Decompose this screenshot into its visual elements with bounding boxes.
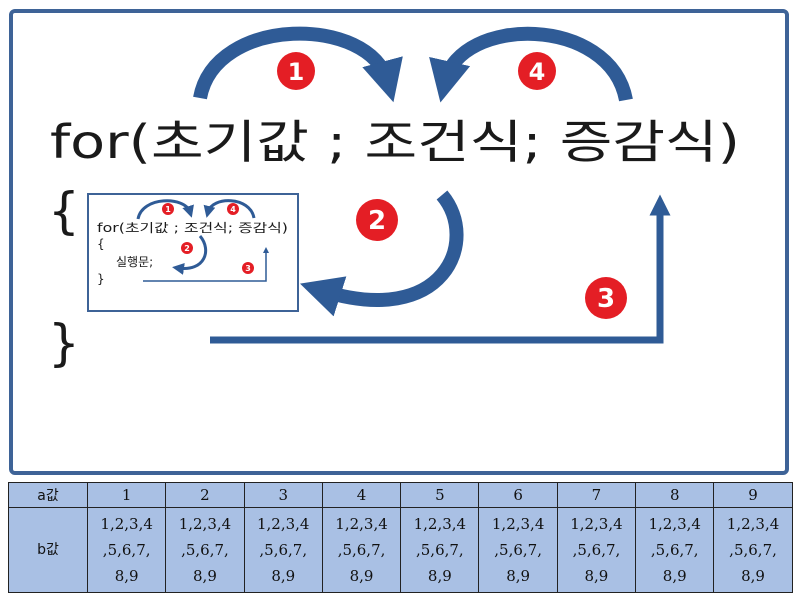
b-value-cell: 1,2,3,4,5,6,7,8,9 [243, 507, 323, 593]
for-loop-diagram: 1 4 2 3 for(초기값 ; 조건식; 증감식) { } 1 4 2 3 … [48, 26, 740, 372]
a-value-cell: 8 [635, 482, 715, 508]
for-statement: for(초기값 ; 조건식; 증감식) [50, 115, 740, 169]
b-value-cell: 1,2,3,4,5,6,7,8,9 [86, 507, 167, 593]
inset-step4-label: 4 [230, 205, 236, 214]
step3-label: 3 [597, 284, 615, 314]
step3-badge: 3 [585, 277, 627, 319]
a-value-cell: 2 [165, 482, 245, 508]
b-value-cell: 1,2,3,4,5,6,7,8,9 [400, 507, 480, 593]
step1-badge: 1 [277, 52, 315, 90]
table-row-b: b값 1,2,3,4,5,6,7,8,9 1,2,3,4,5,6,7,8,9 1… [8, 507, 793, 593]
a-value-cell: 5 [400, 482, 480, 508]
step1-arrow [193, 26, 403, 103]
b-value-cell: 1,2,3,4,5,6,7,8,9 [713, 507, 793, 593]
a-value-cell: 1 [86, 482, 167, 508]
step1-label: 1 [288, 58, 305, 86]
a-value-cell: 4 [321, 482, 402, 508]
step4-label: 4 [529, 58, 546, 86]
open-brace: { [48, 182, 80, 240]
inset-body-statement: 실행문; [116, 254, 153, 269]
step3-arrow [210, 194, 671, 344]
table-row-a: a값 1 2 3 4 5 6 7 8 9 [8, 482, 793, 508]
b-value-cell: 1,2,3,4,5,6,7,8,9 [556, 507, 637, 593]
b-value-cell: 1,2,3,4,5,6,7,8,9 [321, 507, 402, 593]
b-value-header: b값 [8, 507, 88, 593]
value-table: a값 1 2 3 4 5 6 7 8 9 b값 1,2,3,4,5,6,7,8,… [8, 482, 793, 593]
inset-open-brace: { [97, 237, 105, 251]
step2-badge: 2 [356, 199, 398, 241]
inset-close-brace: } [97, 272, 105, 286]
a-value-header: a값 [8, 482, 88, 508]
step4-badge: 4 [518, 52, 556, 90]
step4-arrow [429, 26, 633, 103]
close-brace: } [48, 314, 80, 372]
b-value-cell: 1,2,3,4,5,6,7,8,9 [165, 507, 245, 593]
b-value-cell: 1,2,3,4,5,6,7,8,9 [478, 507, 558, 593]
inset-step2-label: 2 [184, 244, 190, 253]
a-value-cell: 3 [243, 482, 323, 508]
inset-step1-label: 1 [165, 205, 171, 214]
step2-arrow [299, 190, 464, 317]
inset-diagram: 1 4 2 3 for(초기값 ; 조건식; 증감식) { 실행문; } [87, 193, 299, 312]
inset-step3-label: 3 [245, 264, 251, 273]
a-value-cell: 6 [478, 482, 558, 508]
step2-label: 2 [368, 206, 386, 236]
a-value-cell: 9 [713, 482, 793, 508]
a-value-cell: 7 [556, 482, 637, 508]
inset-for-statement: for(초기값 ; 조건식; 증감식) [97, 221, 288, 235]
b-value-cell: 1,2,3,4,5,6,7,8,9 [635, 507, 715, 593]
